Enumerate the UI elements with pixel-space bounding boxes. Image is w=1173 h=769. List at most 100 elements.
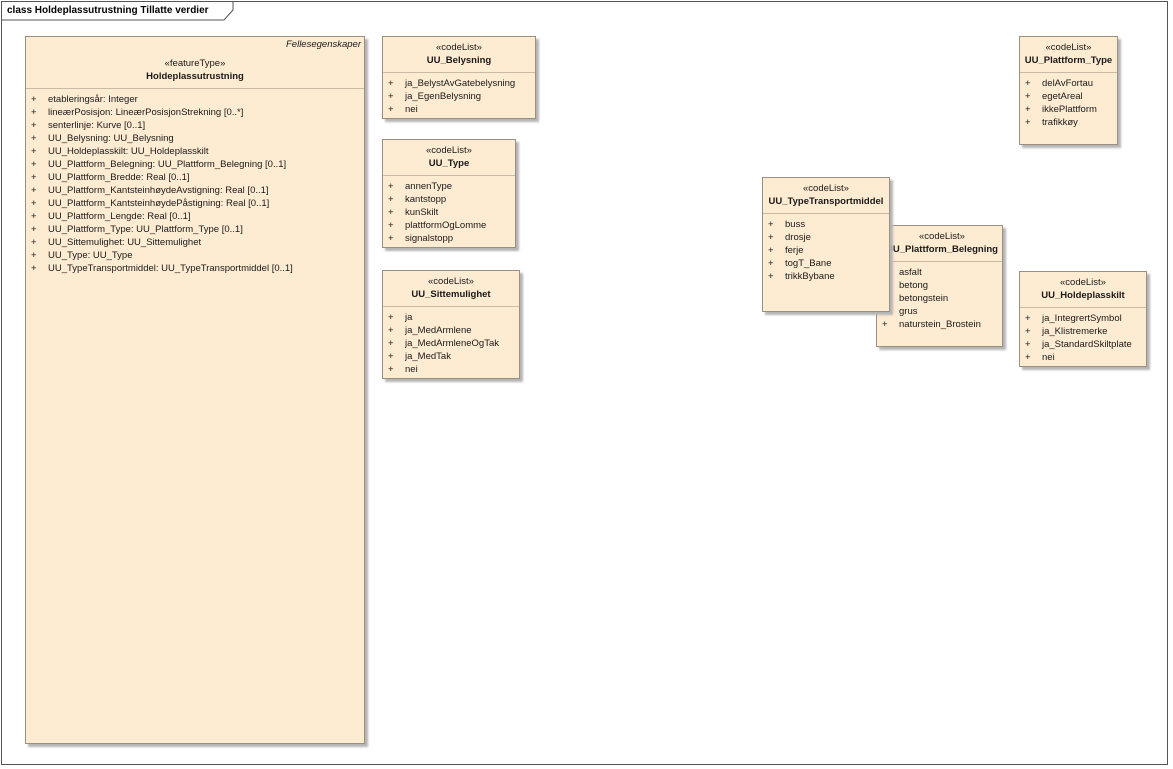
attribute-list: +ja+ja_MedArmlene+ja_MedArmleneOgTak+ja_… — [383, 307, 519, 376]
attribute-row[interactable]: +ja_MedArmleneOgTak — [388, 337, 519, 350]
attribute-row[interactable]: +ja — [388, 311, 519, 324]
attribute-row[interactable]: +grus — [882, 305, 1002, 318]
class-uu-sittemulighet[interactable]: «codeList» UU_Sittemulighet +ja+ja_MedAr… — [382, 270, 520, 379]
attribute-row[interactable]: +togT_Bane — [768, 257, 889, 270]
class-header: «codeList» UU_Plattform_Type — [1020, 37, 1117, 73]
visibility-marker: + — [31, 107, 37, 118]
attribute-text: UU_Holdeplasskilt: UU_Holdeplasskilt — [48, 146, 209, 157]
class-uu-type[interactable]: «codeList» UU_Type +annenType+kantstopp+… — [382, 139, 516, 248]
attribute-row[interactable]: +trafikkøy — [1025, 116, 1117, 129]
attribute-row[interactable]: +etableringsår: Integer — [31, 93, 364, 106]
visibility-marker: + — [31, 198, 37, 209]
attribute-row[interactable]: +nei — [388, 363, 519, 376]
attribute-row[interactable]: +senterlinje: Kurve [0..1] — [31, 119, 364, 132]
attribute-text: ja — [405, 312, 413, 323]
attribute-row[interactable]: +nei — [388, 103, 535, 116]
class-uu-plattform-belegning[interactable]: «codeList» UU_Plattform_Belegning +asfal… — [876, 225, 1003, 347]
class-stereotype: «codeList» — [426, 145, 472, 156]
attribute-row[interactable]: +kunSkilt — [388, 206, 515, 219]
attribute-row[interactable]: +ferje — [768, 244, 889, 257]
visibility-marker: + — [1025, 104, 1031, 115]
attribute-row[interactable]: +UU_Belysning: UU_Belysning — [31, 132, 364, 145]
attribute-row[interactable]: + UU_Plattform_Type: UU_Plattform_Type [0… — [31, 223, 364, 236]
attribute-row[interactable]: + UU_Holdeplasskilt: UU_Holdeplasskilt — [31, 145, 364, 158]
visibility-marker: + — [31, 120, 37, 131]
visibility-marker: + — [768, 219, 774, 230]
attribute-row[interactable]: +ja_MedArmlene — [388, 324, 519, 337]
class-name: UU_Sittemulighet — [411, 289, 491, 300]
attribute-text: delAvFortau — [1042, 78, 1094, 89]
attribute-row[interactable]: +ja_BelystAvGatebelysning — [388, 77, 535, 90]
class-holdeplassutrustning[interactable]: Fellesegenskaper «featureType» Holdeplas… — [25, 36, 365, 744]
visibility-marker: + — [31, 224, 37, 235]
attribute-row[interactable]: +plattformOgLomme — [388, 219, 515, 232]
attribute-text: ja_StandardSkiltplate — [1042, 339, 1132, 350]
class-name: UU_Holdeplasskilt — [1041, 290, 1125, 301]
attribute-text: signalstopp — [405, 233, 454, 244]
attribute-text: UU_TypeTransportmiddel: UU_TypeTransport… — [48, 263, 293, 274]
attribute-text: trikkBybane — [785, 271, 835, 282]
attribute-row[interactable]: +buss — [768, 218, 889, 231]
attribute-text: ja_IntegrertSymbol — [1042, 313, 1122, 324]
class-uu-holdeplasskilt[interactable]: «codeList» UU_Holdeplasskilt + ja_Integre… — [1019, 271, 1147, 367]
class-header: «featureType» Holdeplassutrustning — [26, 37, 364, 89]
attribute-row[interactable]: +betong — [882, 279, 1002, 292]
attribute-row[interactable]: +ikkePlattform — [1025, 103, 1117, 116]
attribute-row[interactable]: +naturstein_Brostein — [882, 318, 1002, 331]
attribute-text: ja_MedTak — [405, 351, 451, 362]
attribute-text: grus — [899, 306, 918, 317]
attribute-row[interactable]: +UU_Plattform_Bredde: Real [0..1] — [31, 171, 364, 184]
visibility-marker: + — [1025, 313, 1031, 324]
visibility-marker: + — [31, 250, 37, 261]
visibility-marker: + — [388, 233, 394, 244]
visibility-marker: + — [1025, 339, 1031, 350]
attribute-row[interactable]: +drosje — [768, 231, 889, 244]
visibility-marker: + — [1025, 117, 1031, 128]
class-header: «codeList» UU_Type — [383, 140, 515, 176]
attribute-text: lineærPosisjon: LineærPosisjonStrekning … — [48, 107, 244, 118]
attribute-row[interactable]: +egetAreal — [1025, 90, 1117, 103]
attribute-row[interactable]: +nei — [1025, 351, 1146, 364]
attribute-row[interactable]: +UU_Plattform_KantsteinhøydeAvstigning: … — [31, 184, 364, 197]
attribute-row[interactable]: +trikkBybane — [768, 270, 889, 283]
attribute-row[interactable]: +ja_MedTak — [388, 350, 519, 363]
class-stereotype: «codeList» — [428, 276, 474, 287]
attribute-row[interactable]: + ja_StandardSkiltplate — [1025, 338, 1146, 351]
attribute-row[interactable]: +betongstein — [882, 292, 1002, 305]
class-stereotype: «featureType» — [164, 58, 226, 69]
attribute-text: UU_Plattform_Type: UU_Plattform_Type [0.… — [48, 224, 243, 235]
attribute-row[interactable]: + ja_IntegrertSymbol — [1025, 312, 1146, 325]
attribute-row[interactable]: + signalstopp — [388, 232, 515, 245]
visibility-marker: + — [388, 364, 394, 375]
class-uu-typetransportmiddel[interactable]: «codeList» UU_TypeTransportmiddel +buss+… — [762, 177, 890, 312]
attribute-text: UU_Plattform_KantsteinhøydePåstigning: R… — [48, 198, 270, 209]
attribute-row[interactable]: + UU_Plattform_KantsteinhøydePåstigning: … — [31, 197, 364, 210]
attribute-text: plattformOgLomme — [405, 220, 487, 231]
attribute-row[interactable]: + lineærPosisjon: LineærPosisjonStrekning… — [31, 106, 364, 119]
attribute-row[interactable]: +UU_Sittemulighet: UU_Sittemulighet — [31, 236, 364, 249]
attribute-row[interactable]: +UU_TypeTransportmiddel: UU_TypeTranspor… — [31, 262, 364, 275]
class-uu-plattform-type[interactable]: «codeList» UU_Plattform_Type +delAvForta… — [1019, 36, 1118, 145]
class-header: «codeList» UU_Holdeplasskilt — [1020, 272, 1146, 308]
attribute-row[interactable]: +UU_Type: UU_Type — [31, 249, 364, 262]
visibility-marker: + — [31, 172, 37, 183]
class-uu-belysning[interactable]: «codeList» UU_Belysning +ja_BelystAvGate… — [382, 36, 536, 119]
attribute-text: betongstein — [899, 293, 949, 304]
attribute-row[interactable]: +ja_Klistremerke — [1025, 325, 1146, 338]
attribute-row[interactable]: +UU_Plattform_Lengde: Real [0..1] — [31, 210, 364, 223]
attribute-row[interactable]: +annenType — [388, 180, 515, 193]
attribute-text: egetAreal — [1042, 91, 1083, 102]
attribute-row[interactable]: +kantstopp — [388, 193, 515, 206]
attribute-text: nei — [405, 104, 418, 115]
attribute-row[interactable]: +delAvFortau — [1025, 77, 1117, 90]
attribute-text: ferje — [785, 245, 804, 256]
attribute-row[interactable]: +UU_Plattform_Belegning: UU_Plattform_Be… — [31, 158, 364, 171]
visibility-marker: + — [31, 185, 37, 196]
attribute-text: etableringsår: Integer — [48, 94, 138, 105]
attribute-text: UU_Plattform_Belegning: UU_Plattform_Bel… — [48, 159, 287, 170]
attribute-row[interactable]: +ja_EgenBelysning — [388, 90, 535, 103]
attribute-row[interactable]: +asfalt — [882, 266, 1002, 279]
visibility-marker: + — [31, 146, 37, 157]
class-stereotype: «codeList» — [1045, 42, 1092, 53]
